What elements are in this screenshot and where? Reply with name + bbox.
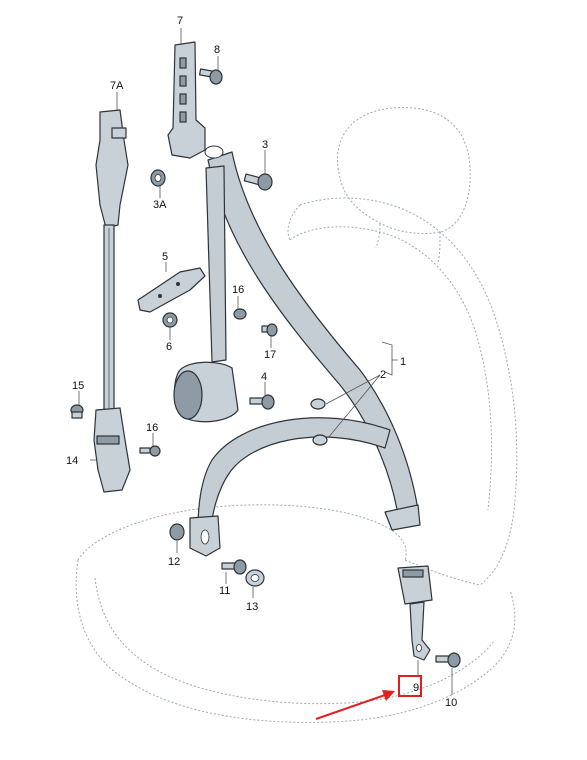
label-14: 14: [66, 455, 78, 467]
height-adjuster-bracket: [167, 41, 206, 159]
label-4: 4: [261, 371, 267, 383]
nut-12: [169, 523, 185, 541]
guide-rail: [95, 109, 129, 411]
seat-belt-buckle: [397, 565, 433, 661]
belt-retractor: [173, 361, 239, 423]
bolt-10: [435, 652, 461, 668]
bolt-4: [249, 394, 275, 410]
label-1: 1: [400, 356, 406, 368]
seat-cushion: [77, 504, 407, 561]
bolt-15: [70, 404, 84, 419]
label-15: 15: [72, 380, 84, 392]
highlight-box: [398, 675, 422, 697]
bolt-11: [221, 559, 247, 575]
stop-button-2: [310, 398, 328, 446]
label-8: 8: [214, 44, 220, 56]
lower-guide-14: [93, 407, 131, 493]
label-7a: 7A: [110, 80, 124, 92]
belt-webbing-lap: [189, 417, 391, 557]
label-11: 11: [219, 585, 230, 597]
nut-13: [245, 569, 265, 587]
label-5: 5: [162, 251, 168, 263]
label-12: 12: [168, 556, 180, 568]
part-labels: 1 2 3 3A 4 5 6 7 7A 8 9 10 11 12 13 14 1…: [66, 15, 457, 709]
bolt-16-lower: [139, 445, 161, 457]
label-16-upper: 16: [232, 284, 244, 296]
label-2: 2: [380, 369, 386, 381]
seat-headrest: [336, 107, 471, 235]
label-6: 6: [166, 341, 172, 353]
bolt-16-upper: [233, 308, 247, 320]
bracket-5: [137, 267, 206, 313]
label-13: 13: [246, 601, 258, 613]
label-17: 17: [264, 349, 276, 361]
label-10: 10: [445, 697, 457, 709]
label-3a: 3A: [153, 199, 167, 211]
seat-outline: [75, 107, 518, 723]
belt-webbing-shoulder: [204, 145, 421, 531]
bolt-17: [261, 323, 278, 337]
label-3: 3: [262, 139, 268, 151]
label-16-lower: 16: [146, 422, 158, 434]
leader-lines: [78, 28, 453, 695]
label-7: 7: [177, 15, 183, 27]
pointer-arrow: [315, 690, 395, 720]
bolt-3: [243, 173, 273, 191]
nut-3a: [150, 169, 166, 187]
label-9: 9: [413, 682, 419, 694]
bolt-8: [198, 68, 223, 85]
nut-6: [162, 312, 178, 328]
